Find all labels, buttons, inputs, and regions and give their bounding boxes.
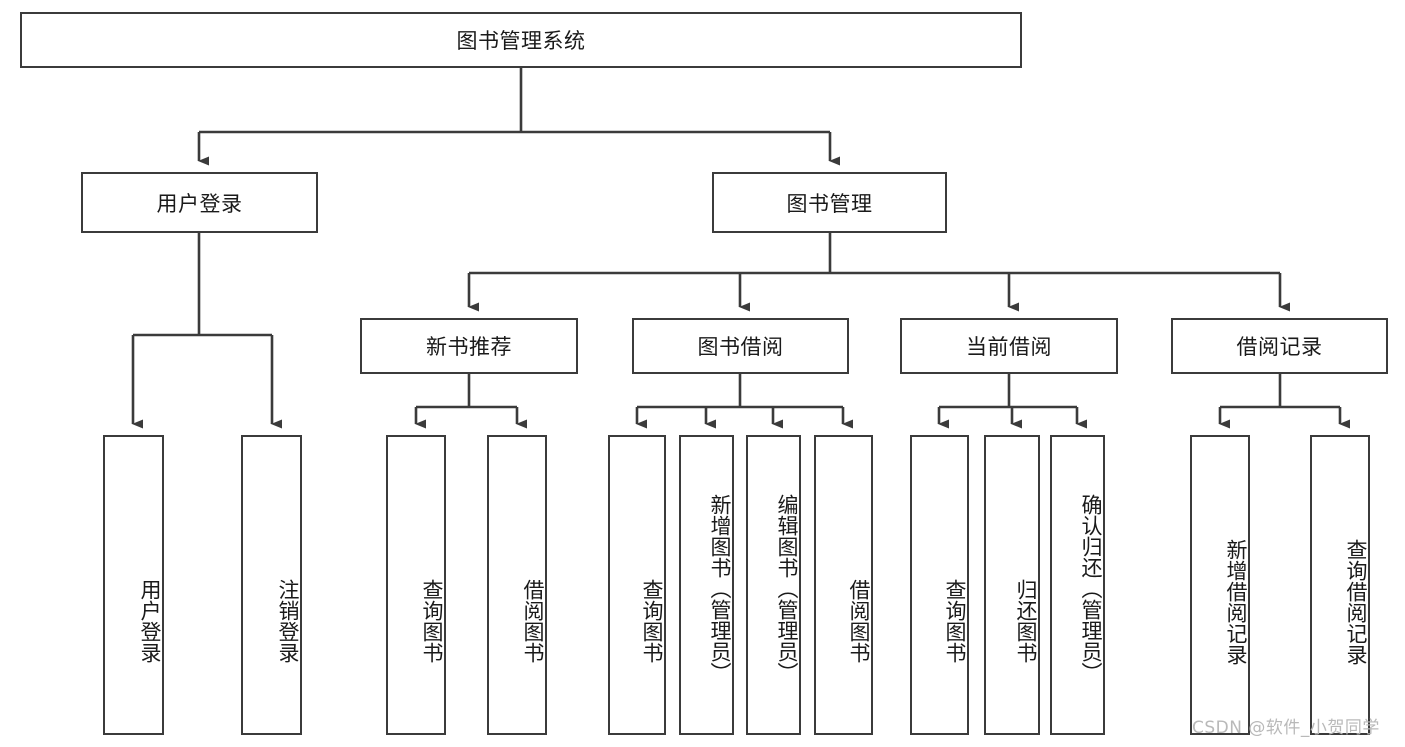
- node-root-label: 图书管理系统: [456, 29, 586, 53]
- watermark: CSDN @软件_小贺同学: [1192, 718, 1380, 738]
- node-leaf-query-record-label: 查询借阅记录: [1344, 539, 1368, 665]
- node-leaf-add-record[interactable]: 新增借阅记录: [1190, 435, 1250, 735]
- node-leaf-borrow-book-2-label: 借阅图书: [847, 579, 871, 663]
- node-borrow-record-label: 借阅记录: [1236, 335, 1323, 359]
- node-leaf-user-login-label: 用户登录: [138, 579, 162, 663]
- node-book-management[interactable]: 图书管理: [712, 172, 947, 233]
- node-leaf-borrow-book-1[interactable]: 借阅图书: [487, 435, 547, 735]
- node-leaf-query-book-1-label: 查询图书: [420, 579, 444, 663]
- node-leaf-edit-book-label: 编辑图书（管理员）: [775, 493, 799, 683]
- node-new-book-recommend[interactable]: 新书推荐: [360, 318, 578, 374]
- node-current-borrow[interactable]: 当前借阅: [900, 318, 1118, 374]
- node-new-book-recommend-label: 新书推荐: [426, 335, 512, 359]
- node-leaf-user-login[interactable]: 用户登录: [103, 435, 164, 735]
- node-current-borrow-label: 当前借阅: [966, 335, 1052, 359]
- node-leaf-confirm-return-label: 确认归还（管理员）: [1079, 493, 1103, 683]
- node-leaf-query-book-2[interactable]: 查询图书: [608, 435, 666, 735]
- node-root[interactable]: 图书管理系统: [20, 12, 1022, 68]
- node-leaf-query-book-3[interactable]: 查询图书: [910, 435, 969, 735]
- node-user-login-label: 用户登录: [156, 191, 243, 216]
- node-book-management-label: 图书管理: [786, 191, 873, 216]
- node-leaf-query-book-1[interactable]: 查询图书: [386, 435, 446, 735]
- node-leaf-borrow-book-1-label: 借阅图书: [521, 579, 545, 663]
- node-leaf-return-book-label: 归还图书: [1014, 579, 1038, 663]
- node-leaf-add-book[interactable]: 新增图书（管理员）: [679, 435, 734, 735]
- node-leaf-logout[interactable]: 注销登录: [241, 435, 302, 735]
- node-leaf-add-book-label: 新增图书（管理员）: [708, 493, 732, 683]
- node-leaf-confirm-return[interactable]: 确认归还（管理员）: [1050, 435, 1105, 735]
- node-borrow-record[interactable]: 借阅记录: [1171, 318, 1388, 374]
- node-leaf-query-book-2-label: 查询图书: [640, 579, 664, 663]
- node-leaf-logout-label: 注销登录: [276, 579, 300, 663]
- node-leaf-edit-book[interactable]: 编辑图书（管理员）: [746, 435, 801, 735]
- node-book-borrow[interactable]: 图书借阅: [632, 318, 849, 374]
- node-leaf-borrow-book-2[interactable]: 借阅图书: [814, 435, 873, 735]
- node-leaf-return-book[interactable]: 归还图书: [984, 435, 1040, 735]
- node-book-borrow-label: 图书借阅: [697, 335, 784, 359]
- node-user-login[interactable]: 用户登录: [81, 172, 318, 233]
- node-leaf-query-book-3-label: 查询图书: [943, 579, 967, 663]
- node-leaf-query-record[interactable]: 查询借阅记录: [1310, 435, 1370, 735]
- node-leaf-add-record-label: 新增借阅记录: [1224, 539, 1248, 665]
